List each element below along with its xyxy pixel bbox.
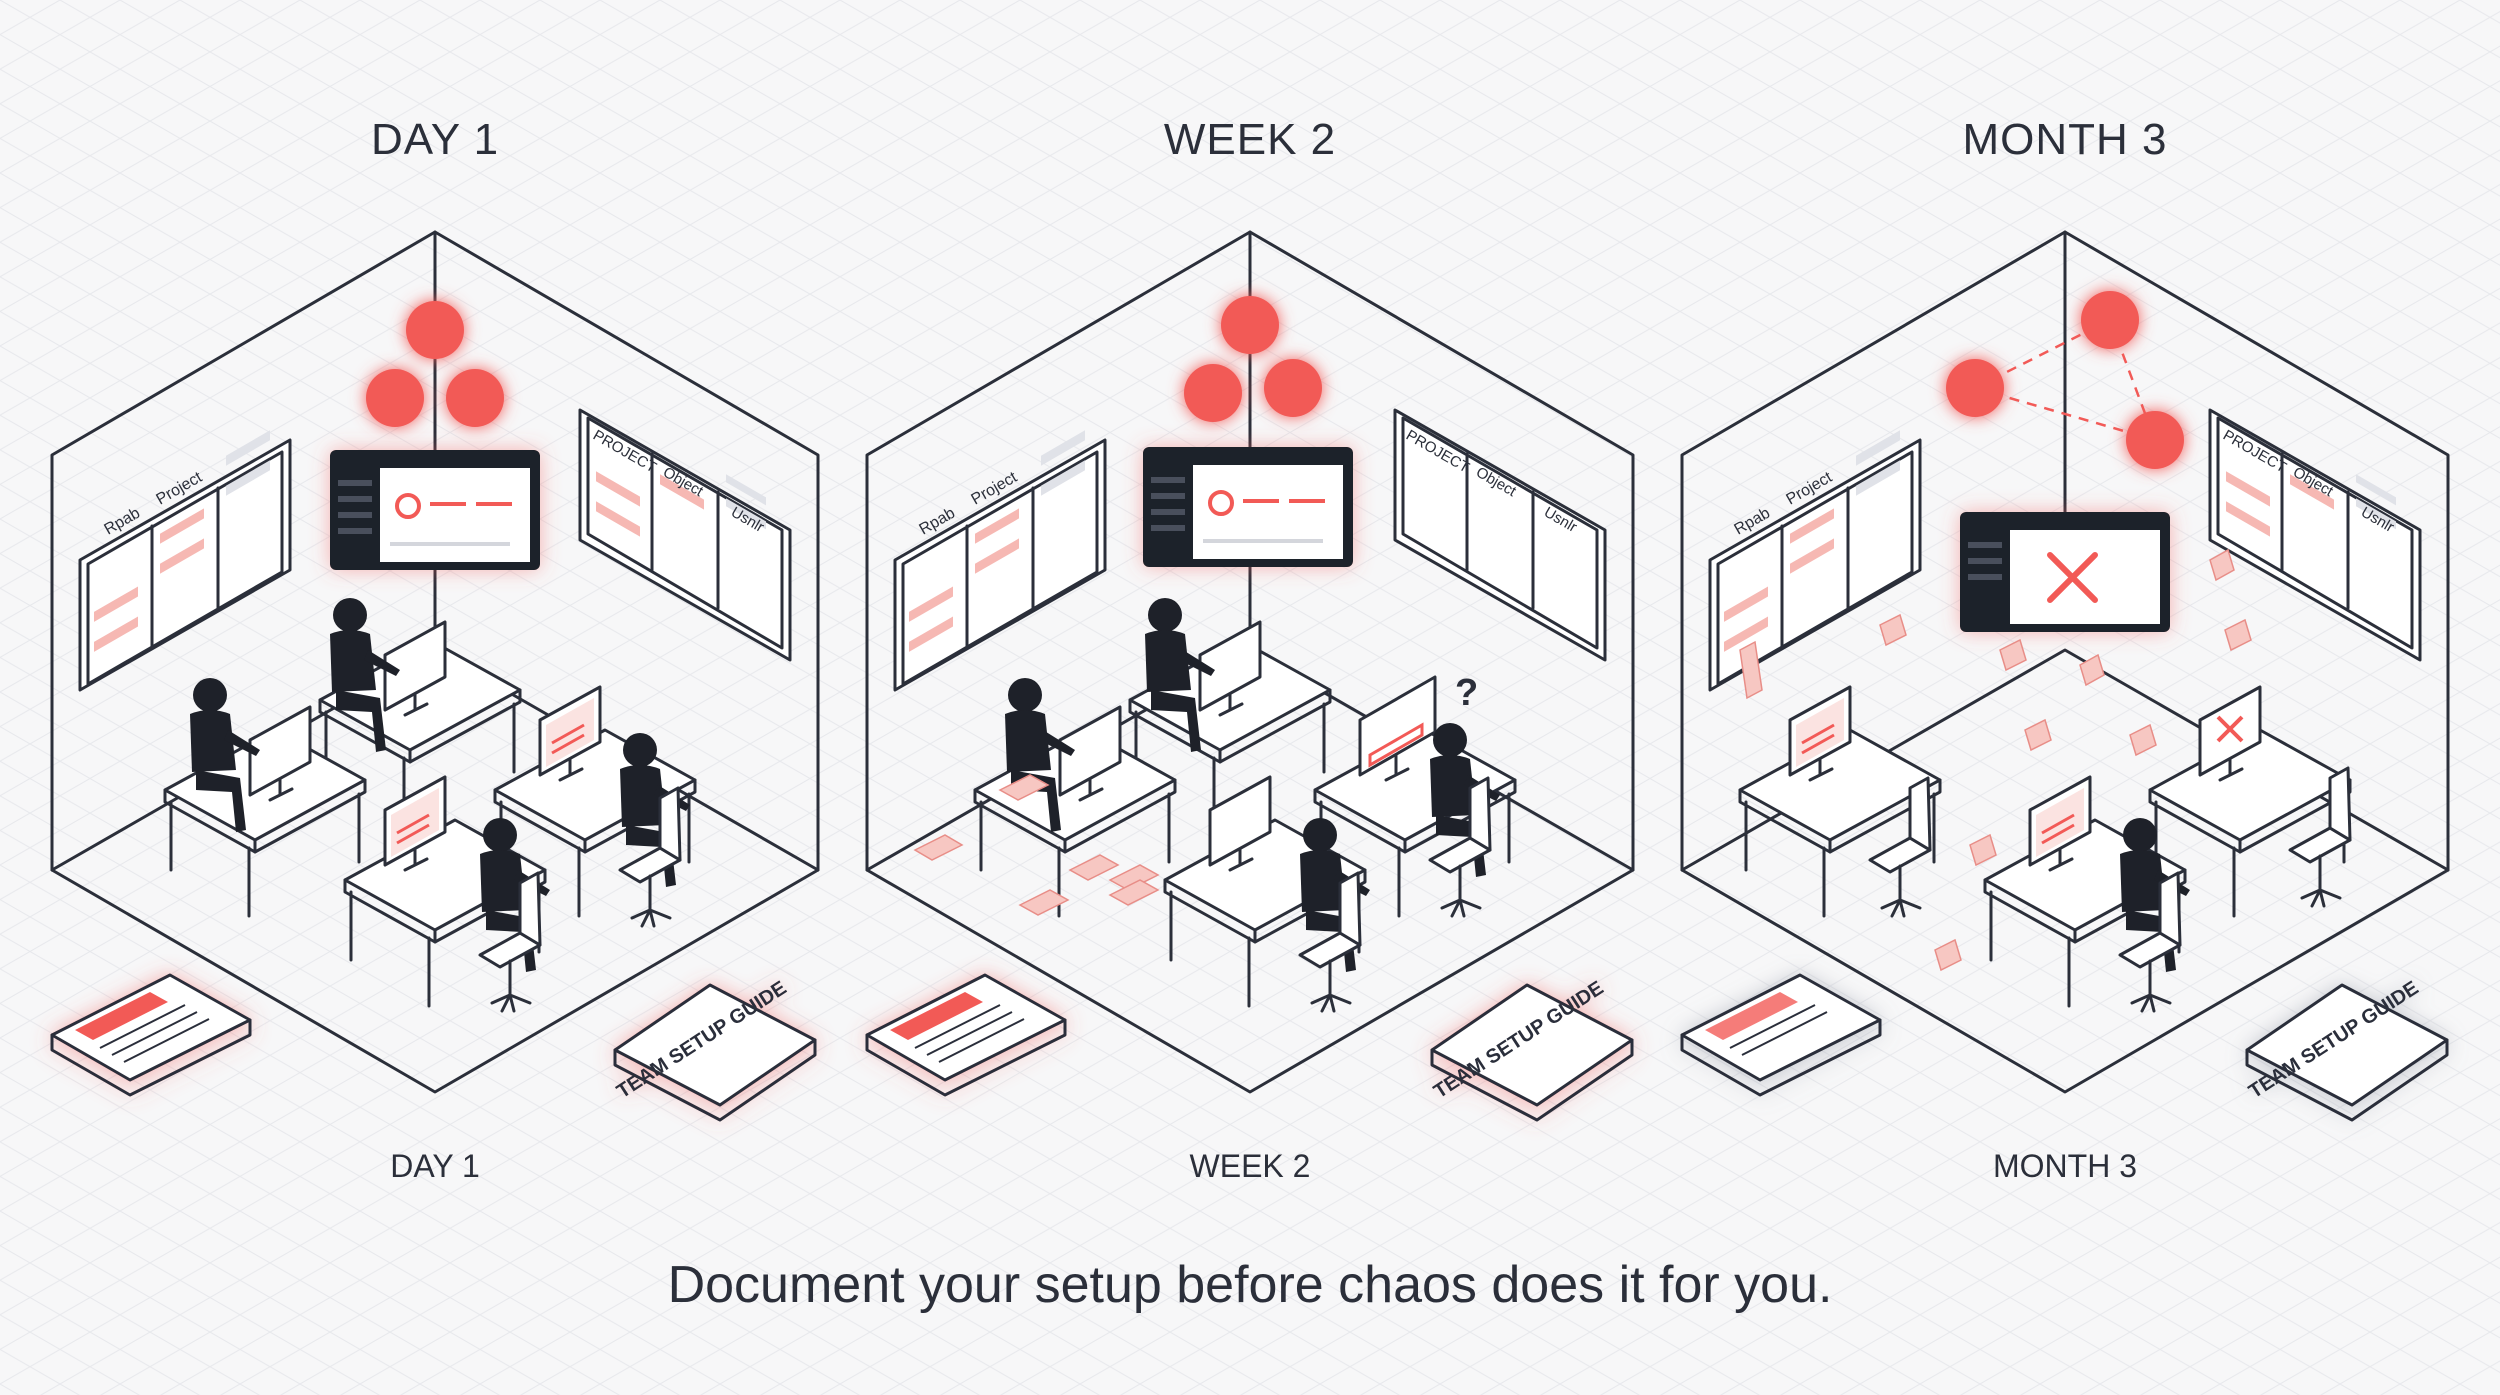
setup-guide-closed-book: TEAM SETUP GUIDE [1430, 977, 1634, 1122]
broken-dashboard-screen [1960, 512, 2170, 632]
panel-caption-week2: WEEK 2 [1189, 1148, 1311, 1184]
ceiling-network-icon [366, 301, 504, 427]
flying-papers [1739, 548, 2252, 972]
setup-guide-open-book-dusty [1680, 973, 1882, 1097]
setup-guide-open-book [865, 973, 1067, 1097]
panel-title-month3: MONTH 3 [1962, 115, 2168, 164]
panel-month3: Rpab Project PROJECT Object Usnlr [1680, 230, 2450, 1122]
panel-week2: Rpab Project PROJECT Object Usnlr ? [865, 230, 1635, 1122]
dashboard-screen [328, 448, 542, 572]
abandoned-desks [1738, 685, 2352, 1013]
board-right-empty [1393, 408, 1607, 662]
panel-title-day1: DAY 1 [370, 115, 500, 164]
tagline: Document your setup before chaos does it… [667, 1256, 1833, 1314]
confused-question-mark: ? [1455, 672, 1478, 714]
board-left [893, 428, 1107, 692]
panel-caption-month3: MONTH 3 [1993, 1148, 2137, 1184]
setup-guide-closed-book-dusty: TEAM SETUP GUIDE [2245, 977, 2449, 1122]
board-left [78, 428, 292, 692]
broken-network-icon [1946, 291, 2184, 469]
panel-title-week2: WEEK 2 [1163, 115, 1337, 164]
panel-caption-day1: DAY 1 [390, 1148, 480, 1184]
setup-guide-closed-book: TEAM SETUP GUIDE [613, 977, 817, 1122]
desk-cluster-front: ? [1163, 672, 1517, 1013]
ceiling-network-icon [1184, 296, 1322, 422]
scattered-papers [913, 774, 1160, 916]
setup-guide-open-book [50, 973, 252, 1097]
panel-day1: Rpab Project PROJECT Object Usnlr [50, 230, 820, 1122]
dashboard-screen [1141, 445, 1355, 569]
